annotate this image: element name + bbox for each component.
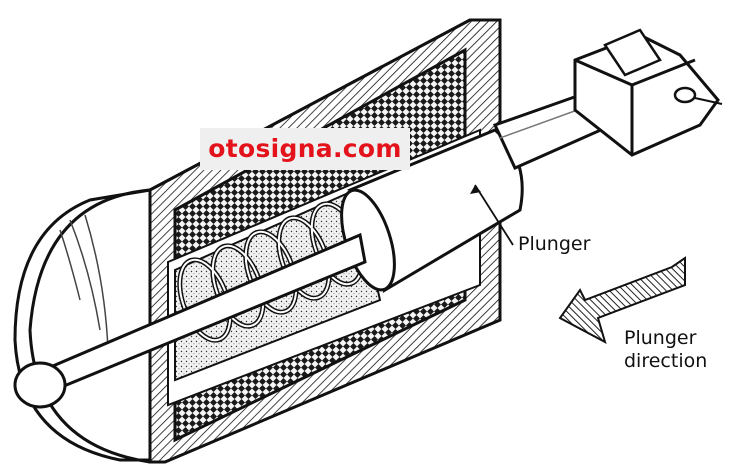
plunger-direction-label-line1: Plunger [624, 327, 697, 349]
housing-end-cap [28, 188, 151, 464]
plunger-leader [474, 184, 514, 246]
watermark: otosigna.com [200, 128, 410, 170]
rod-end [13, 361, 67, 409]
direction-arrow [558, 256, 686, 344]
clevis [573, 28, 723, 157]
plunger-label: Plunger [518, 233, 591, 255]
plunger-direction-label-line2: direction [624, 350, 708, 372]
